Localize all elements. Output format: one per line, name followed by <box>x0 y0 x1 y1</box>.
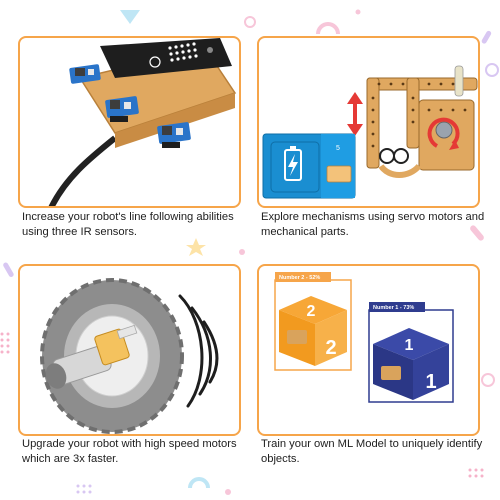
ir-sensor-module <box>69 64 101 84</box>
blue-cube-label: Number 1 - 73% <box>373 305 414 311</box>
rotation-arrow-icon <box>427 117 460 148</box>
feature-caption-ir-sensors: Increase your robot's line following abi… <box>22 211 234 238</box>
ir-sensor-module <box>157 122 191 148</box>
board-button <box>207 47 213 53</box>
feature-caption-servo-mechanisms: Explore mechanisms using servo motors an… <box>261 211 485 238</box>
up-down-arrow-icon <box>347 92 363 136</box>
battery-cell <box>326 165 352 183</box>
bar-decoration <box>3 262 14 278</box>
ring-decoration <box>485 63 499 77</box>
dot-decoration <box>355 9 361 15</box>
orange-number-cube: Number 2 - 52% 2 2 <box>274 272 352 371</box>
dot-decoration <box>225 489 231 495</box>
dot-grid-decoration <box>468 468 484 478</box>
battery-box: 5 <box>262 133 356 199</box>
swirl-logo <box>149 56 161 68</box>
metal-rod <box>454 65 464 97</box>
ir-sensor-robot-illustration <box>48 38 237 206</box>
dot-grid-decoration <box>76 484 92 494</box>
cable <box>48 135 117 206</box>
dot-decoration <box>239 249 245 255</box>
ir-sensor-module <box>105 96 139 122</box>
wooden-beam-frame <box>366 77 478 171</box>
ml-cubes-illustration: Number 2 - 52% 2 2 Number 1 - 73% 1 1 <box>274 272 454 403</box>
controller-board <box>100 38 232 78</box>
blue-number-cube: Number 1 - 73% 1 1 <box>368 302 454 403</box>
arc-decoration <box>316 22 340 35</box>
feature-caption-ml-model: Train your own ML Model to uniquely iden… <box>261 438 483 465</box>
speed-lines-icon <box>178 294 219 408</box>
servo-mechanism-illustration: 5 <box>262 65 478 199</box>
feature-card-ml-model: Number 2 - 52% 2 2 Number 1 - 73% 1 1 <box>257 264 480 436</box>
ring-decoration <box>481 373 495 387</box>
blue-cube-digit: 1 <box>405 337 414 354</box>
spring-coil <box>379 148 395 164</box>
feature-card-servo-mechanisms: 5 <box>257 36 480 208</box>
motor <box>45 324 138 389</box>
led-matrix <box>168 42 198 62</box>
orange-cube-label: Number 2 - 52% <box>279 275 320 281</box>
battery-label: 5 <box>336 145 340 152</box>
spring-coil <box>393 148 409 164</box>
circle-decoration <box>244 16 256 28</box>
triangle-decoration <box>120 10 140 24</box>
feature-card-ir-sensors <box>18 36 241 208</box>
arc-decoration <box>188 477 210 489</box>
dot-grid-decoration <box>0 332 10 354</box>
beam-holes <box>371 82 467 148</box>
bar-decoration <box>481 30 492 44</box>
feature-card-high-speed-motor <box>18 264 241 436</box>
servo-shaft <box>435 121 453 139</box>
star-decoration <box>186 238 206 256</box>
svg-text:2: 2 <box>325 337 336 359</box>
feature-caption-high-speed-motor: Upgrade your robot with high speed motor… <box>22 438 237 465</box>
motor-wheel-illustration <box>40 278 219 434</box>
orange-cube-digit: 2 <box>307 303 316 320</box>
svg-text:1: 1 <box>425 371 436 393</box>
lightning-icon <box>288 154 298 176</box>
